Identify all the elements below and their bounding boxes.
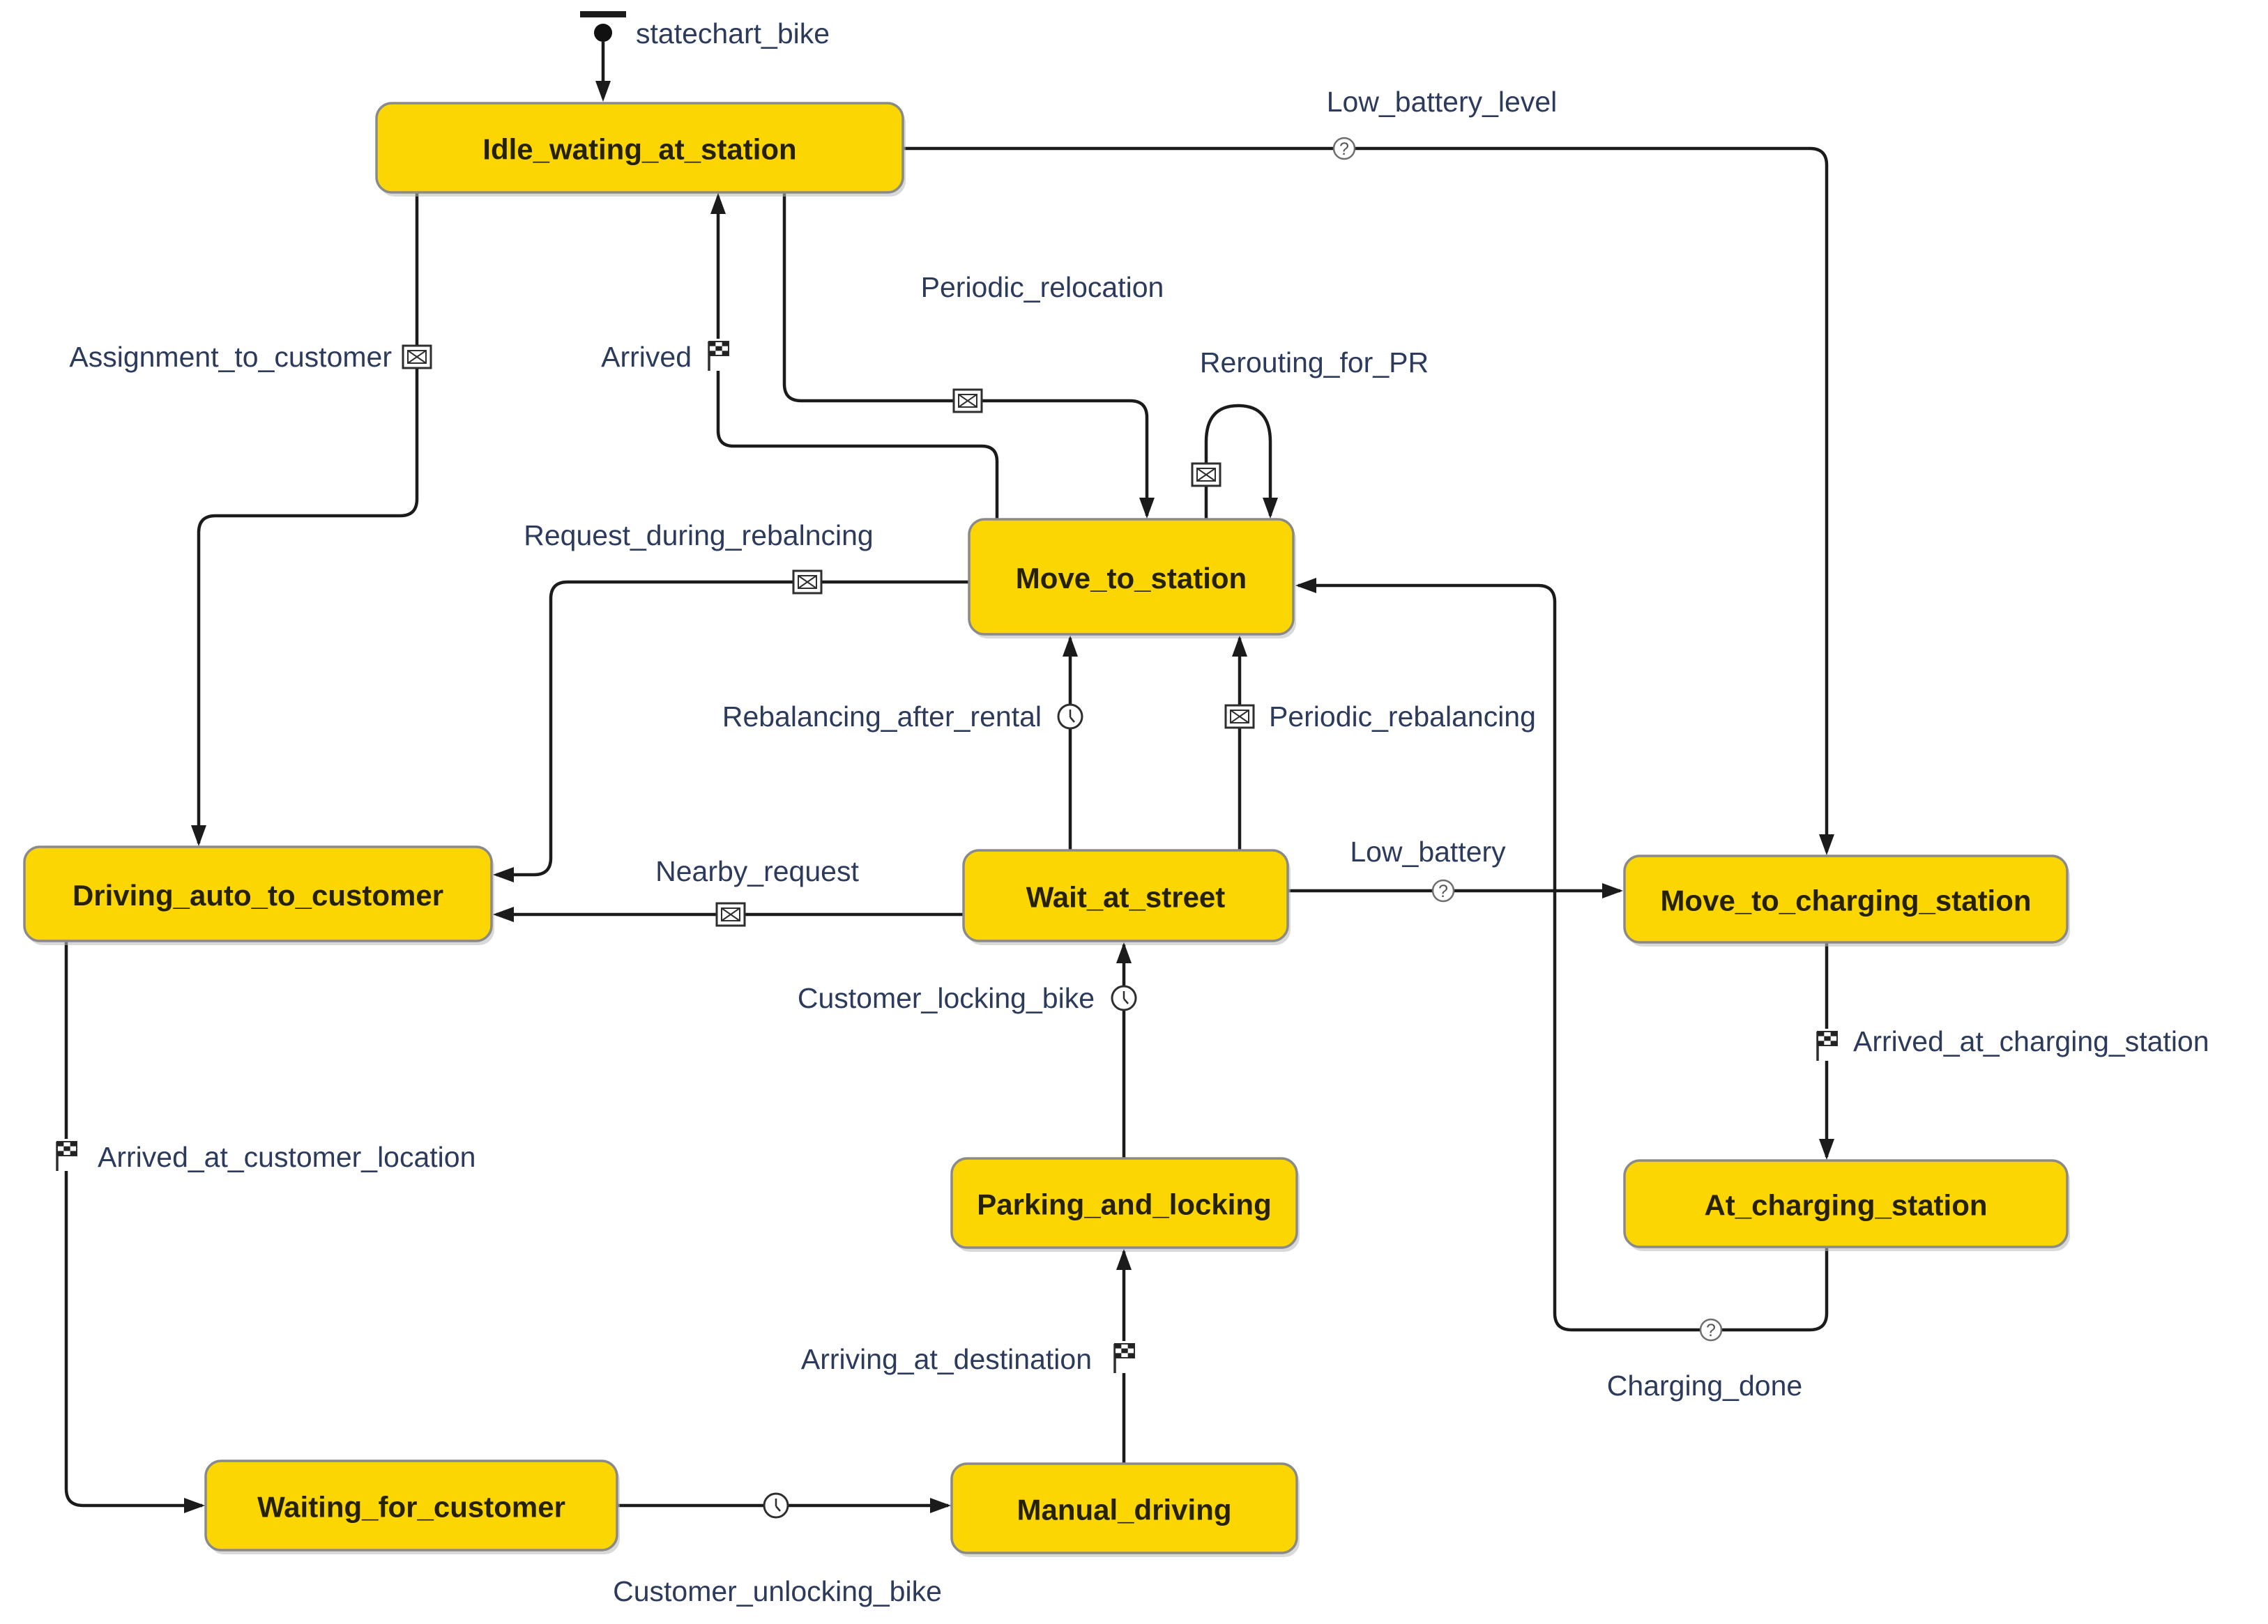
transition-label-arrived: Arrived bbox=[601, 341, 692, 373]
transition-label-periodic_rebalancing: Periodic_rebalancing bbox=[1269, 700, 1536, 733]
transition-assignment_to_customer[interactable] bbox=[197, 192, 419, 843]
question-icon: ? bbox=[1332, 137, 1356, 160]
checkered-flag-icon bbox=[1111, 1341, 1139, 1373]
clock-icon bbox=[1057, 703, 1083, 730]
state-label-at_charging_station: At_charging_station bbox=[1704, 1189, 1987, 1222]
state-label-driving_auto_to_customer: Driving_auto_to_customer bbox=[73, 879, 443, 912]
arrowhead-icon bbox=[1295, 578, 1316, 593]
arrowhead-icon bbox=[1819, 834, 1834, 855]
state-move_to_charging_station[interactable]: Move_to_charging_station bbox=[1623, 855, 2070, 947]
state-box-parking_and_locking[interactable] bbox=[950, 1157, 1298, 1249]
transitions-layer bbox=[64, 11, 1829, 1508]
arrowhead-icon bbox=[1819, 1139, 1834, 1160]
state-label-parking_and_locking: Parking_and_locking bbox=[977, 1188, 1271, 1221]
state-box-idle_wating_at_station[interactable] bbox=[375, 102, 904, 194]
state-box-waiting_for_customer[interactable] bbox=[204, 1460, 618, 1552]
svg-text:?: ? bbox=[1706, 1321, 1716, 1340]
state-move_to_station[interactable]: Move_to_station bbox=[968, 518, 1296, 638]
transition-request_during_rebalncing[interactable] bbox=[496, 580, 969, 877]
checkered-flag-icon bbox=[1813, 1029, 1841, 1061]
transition-label-periodic_relocation: Periodic_relocation bbox=[921, 271, 1164, 303]
arrowhead-icon bbox=[1116, 942, 1132, 963]
transition-label-nearby_request: Nearby_request bbox=[655, 855, 859, 887]
state-manual_driving[interactable]: Manual_driving bbox=[950, 1462, 1300, 1557]
decorations-layer: statechart_bike??? Assignment_to_customer… bbox=[53, 17, 2209, 1607]
arrowhead-icon bbox=[191, 825, 206, 846]
question-icon: ? bbox=[1431, 879, 1455, 903]
svg-text:?: ? bbox=[1339, 139, 1349, 159]
arrowhead-icon bbox=[184, 1498, 205, 1513]
state-label-waiting_for_customer: Waiting_for_customer bbox=[257, 1491, 565, 1524]
transition-label-assignment_to_customer: Assignment_to_customer bbox=[69, 341, 392, 373]
svg-text:?: ? bbox=[1438, 882, 1448, 901]
state-box-wait_at_street[interactable] bbox=[962, 849, 1289, 942]
arrowhead-icon bbox=[493, 867, 514, 882]
envelope-icon bbox=[715, 902, 746, 927]
state-label-wait_at_street: Wait_at_street bbox=[1026, 881, 1226, 914]
state-parking_and_locking[interactable]: Parking_and_locking bbox=[950, 1157, 1300, 1252]
initial-dot bbox=[594, 24, 612, 42]
arrowhead-icon bbox=[595, 81, 611, 102]
clock-icon bbox=[763, 1492, 789, 1519]
clock-icon bbox=[1111, 985, 1137, 1011]
transition-label-low_battery: Low_battery bbox=[1350, 836, 1506, 868]
envelope-icon bbox=[952, 388, 983, 413]
state-label-manual_driving: Manual_driving bbox=[1017, 1494, 1231, 1526]
envelope-icon bbox=[792, 569, 823, 595]
state-wait_at_street[interactable]: Wait_at_street bbox=[962, 849, 1291, 945]
statechart-name-label: statechart_bike bbox=[636, 17, 830, 49]
state-box-move_to_station[interactable] bbox=[968, 518, 1295, 636]
arrowhead-icon bbox=[1263, 498, 1278, 519]
transition-label-charging_done: Charging_done bbox=[1607, 1370, 1802, 1402]
arrowhead-icon bbox=[930, 1498, 951, 1513]
checkered-flag-icon bbox=[705, 339, 733, 371]
transition-label-rerouting_for_pr: Rerouting_for_PR bbox=[1200, 346, 1429, 378]
arrowhead-icon bbox=[493, 907, 514, 922]
states-layer: Idle_wating_at_stationMove_to_stationDri… bbox=[23, 102, 2070, 1557]
checkered-flag-icon bbox=[53, 1139, 81, 1171]
state-idle_wating_at_station[interactable]: Idle_wating_at_station bbox=[375, 102, 906, 197]
initial-bar bbox=[580, 11, 626, 17]
state-label-move_to_charging_station: Move_to_charging_station bbox=[1660, 884, 2031, 917]
state-label-idle_wating_at_station: Idle_wating_at_station bbox=[482, 133, 796, 166]
transition-rerouting_for_pr[interactable] bbox=[1204, 404, 1272, 519]
arrowhead-icon bbox=[1063, 636, 1078, 657]
state-box-driving_auto_to_customer[interactable] bbox=[23, 845, 493, 942]
transition-arrived[interactable] bbox=[716, 197, 999, 519]
envelope-icon bbox=[1224, 704, 1255, 729]
initial-state-marker[interactable] bbox=[580, 11, 626, 102]
state-label-move_to_station: Move_to_station bbox=[1016, 562, 1247, 595]
transition-label-customer_unlocking_bike: Customer_unlocking_bike bbox=[613, 1575, 942, 1607]
transition-label-customer_locking_bike: Customer_locking_bike bbox=[798, 982, 1095, 1014]
question-icon: ? bbox=[1699, 1318, 1723, 1342]
state-box-manual_driving[interactable] bbox=[950, 1462, 1298, 1554]
transition-low_battery_level[interactable] bbox=[903, 146, 1829, 852]
transition-charging_done[interactable] bbox=[1298, 583, 1829, 1332]
arrowhead-icon bbox=[1116, 1249, 1132, 1270]
transition-periodic_relocation[interactable] bbox=[782, 192, 1149, 516]
transition-label-arriving_at_destination: Arriving_at_destination bbox=[801, 1343, 1092, 1375]
arrowhead-icon bbox=[1602, 883, 1623, 898]
transition-arrived_at_customer_location[interactable] bbox=[64, 941, 202, 1508]
envelope-icon bbox=[1191, 462, 1221, 487]
state-at_charging_station[interactable]: At_charging_station bbox=[1623, 1159, 2070, 1251]
arrowhead-icon bbox=[710, 193, 726, 214]
transition-label-low_battery_level: Low_battery_level bbox=[1327, 86, 1557, 118]
envelope-icon bbox=[402, 344, 432, 369]
arrowhead-icon bbox=[1139, 498, 1155, 519]
state-waiting_for_customer[interactable]: Waiting_for_customer bbox=[204, 1460, 620, 1554]
transition-label-request_during_rebalncing: Request_during_rebalncing bbox=[524, 519, 873, 551]
transition-label-arrived_at_customer_location: Arrived_at_customer_location bbox=[98, 1141, 475, 1173]
transition-label-rebalancing_after_rental: Rebalancing_after_rental bbox=[722, 700, 1042, 733]
state-driving_auto_to_customer[interactable]: Driving_auto_to_customer bbox=[23, 845, 494, 945]
arrowhead-icon bbox=[1232, 636, 1247, 657]
transition-label-arrived_at_charging_station: Arrived_at_charging_station bbox=[1853, 1025, 2209, 1057]
state-box-move_to_charging_station[interactable] bbox=[1623, 855, 2069, 944]
state-box-at_charging_station[interactable] bbox=[1623, 1159, 2069, 1248]
